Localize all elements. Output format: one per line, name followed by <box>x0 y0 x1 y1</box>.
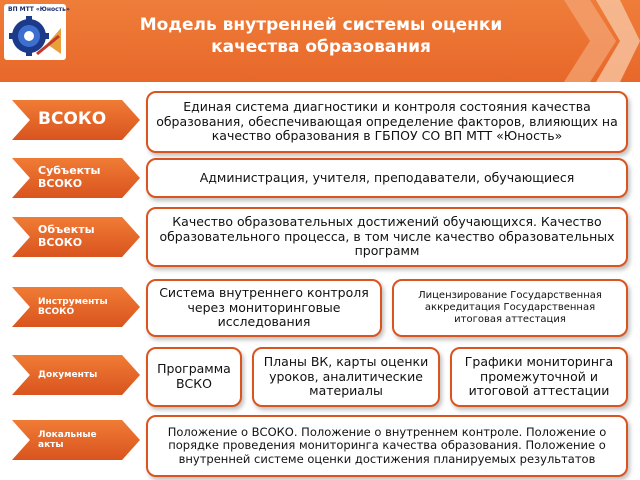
label-documents: Документы <box>12 355 140 395</box>
chevron-decoration-icon <box>564 0 640 82</box>
label-subjects: Субъекты ВСОКО <box>12 158 140 198</box>
label-instruments: Инструменты ВСОКО <box>12 287 140 327</box>
gear-icon <box>9 16 61 56</box>
label-objects: Объекты ВСОКО <box>12 217 140 257</box>
logo-text: ВП МТТ «Юность» <box>8 6 70 13</box>
college-logo: ВП МТТ «Юность» <box>4 4 70 60</box>
box-schedules: Графики мониторинга промежуточной и итог… <box>450 347 628 407</box>
box-program: Программа ВСКО <box>146 347 242 407</box>
title-line-1: Модель внутренней системы оценки <box>139 15 503 35</box>
box-licensing: Лицензирование Государственная аккредита… <box>392 279 628 337</box>
title-line-2: качества образования <box>211 37 431 57</box>
box-subjects: Администрация, учителя, преподаватели, о… <box>146 158 628 198</box>
box-local-acts: Положение о ВСОКО. Положение о внутренне… <box>146 415 628 477</box>
label-vsoko: ВСОКО <box>12 100 140 140</box>
label-local-acts: Локальные акты <box>12 420 140 460</box>
box-plans: Планы ВК, карты оценки уроков, аналитиче… <box>252 347 440 407</box>
slide-title: Модель внутренней системы оценки качеств… <box>86 14 556 58</box>
slide-header: ВП МТТ «Юность» Модель внутренней систем… <box>0 0 640 82</box>
box-vsoko-definition: Единая система диагностики и контроля со… <box>146 91 628 153</box>
box-internal-control: Система внутреннего контроля через монит… <box>146 279 382 337</box>
box-objects: Качество образовательных достижений обуч… <box>146 207 628 267</box>
